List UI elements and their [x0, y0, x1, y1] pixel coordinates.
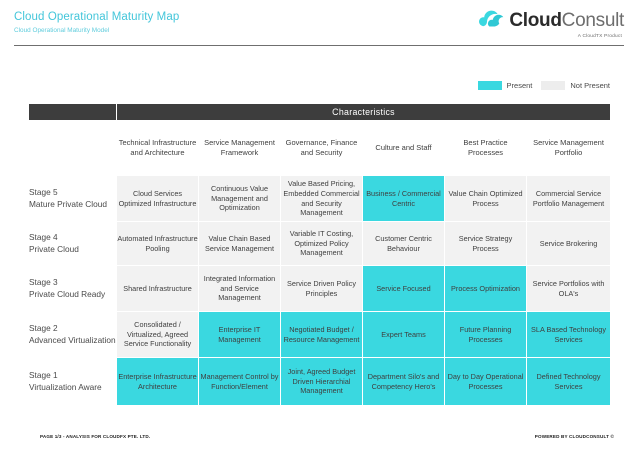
logo-tagline: A CloudTX Product [577, 34, 622, 39]
matrix-cell-1-5[interactable]: Day to Day Operational Processes [444, 357, 527, 406]
stage-number-2: Stage 2 [29, 323, 58, 333]
column-header-culture-and-staff: Culture and Staff [362, 120, 445, 176]
cloud-icon [478, 8, 504, 32]
stage-label-3: Stage 3 Private Cloud Ready [28, 265, 117, 312]
logo-name-bold: Cloud [509, 9, 562, 31]
matrix-cell-1-1[interactable]: Enterprise Infrastructure Architecture [116, 357, 199, 406]
column-header-best-practice-processes: Best Practice Processes [444, 120, 527, 176]
matrix-cell-4-1[interactable]: Automated Infrastructure Pooling [116, 221, 199, 266]
matrix-cell-2-1[interactable]: Consolidated / Virtualized, Agreed Servi… [116, 311, 199, 358]
matrix-cell-5-6[interactable]: Commercial Service Portfolio Management [525, 175, 612, 222]
matrix-cell-5-4[interactable]: Business / Commercial Centric [362, 175, 445, 222]
matrix-cell-3-4[interactable]: Service Focused [362, 265, 445, 312]
matrix-cell-4-4[interactable]: Customer Centric Behaviour [362, 221, 445, 266]
stage-number-5: Stage 5 [29, 187, 58, 197]
stage-number-1: Stage 1 [29, 370, 58, 380]
legend: Present Not Present [477, 81, 610, 90]
footer-powered-by: POWERED BY CLOUDCONSULT © [534, 434, 614, 439]
page-footer: PAGE 1/3 - ANALYSIS FOR CLOUDFX PTE. LTD… [0, 434, 638, 444]
brand-logo: CloudConsult A CloudTX Product [478, 8, 624, 39]
matrix-cell-1-2[interactable]: Management Control by Function/Element [198, 357, 281, 406]
matrix-cell-3-3[interactable]: Service Driven Policy Principles [280, 265, 363, 312]
stage-label-2: Stage 2 Advanced Virtualization [28, 311, 117, 358]
matrix-cell-1-3[interactable]: Joint, Agreed Budget Driven Hierarchial … [280, 357, 363, 406]
legend-label-not-present: Not Present [570, 81, 610, 90]
matrix-cell-3-1[interactable]: Shared Infrastructure [116, 265, 199, 312]
stage-desc-3: Private Cloud Ready [29, 288, 106, 299]
matrix-cell-2-5[interactable]: Future Planning Processes [444, 311, 527, 358]
legend-swatch-not-present [541, 81, 566, 90]
matrix-cell-5-1[interactable]: Cloud Services Optimized Infrastructure [116, 175, 199, 222]
table-row: Stage 3 Private Cloud Ready Shared Infra… [28, 265, 612, 312]
matrix-group-header: Characteristics [115, 103, 612, 121]
matrix-cell-4-6[interactable]: Service Brokering [525, 221, 612, 266]
column-header-service-management-framework: Service Management Framework [198, 120, 281, 176]
header-divider [14, 45, 624, 46]
logo-name-light: Consult [561, 9, 625, 31]
legend-swatch-present [477, 81, 502, 90]
matrix-cell-2-6[interactable]: SLA Based Technology Services [525, 311, 612, 358]
stage-label-4: Stage 4 Private Cloud [28, 221, 117, 266]
table-row: Stage 4 Private Cloud Automated Infrastr… [28, 221, 612, 266]
matrix-cell-4-5[interactable]: Service Strategy Process [444, 221, 527, 266]
logo-row: CloudConsult [478, 8, 624, 32]
stage-label-5: Stage 5 Mature Private Cloud [28, 175, 117, 222]
matrix-cell-2-3[interactable]: Negotiated Budget / Resource Management [280, 311, 363, 358]
table-row: Stage 1 Virtualization Aware Enterprise … [28, 357, 612, 406]
legend-item-present: Present [477, 81, 533, 90]
column-header-service-management-portfolio: Service Management Portfolio [525, 120, 612, 176]
matrix-cell-1-4[interactable]: Department Silo's and Competency Hero's [362, 357, 445, 406]
maturity-matrix: Characteristics Technical Infrastructure… [28, 103, 612, 406]
matrix-cell-1-6[interactable]: Defined Technology Services [525, 357, 612, 406]
legend-item-not-present: Not Present [541, 81, 610, 90]
page-title: Cloud Operational Maturity Map [14, 11, 180, 23]
stage-desc-4: Private Cloud [29, 243, 79, 254]
matrix-cell-3-6[interactable]: Service Portfolios with OLA's [525, 265, 612, 312]
page-subtitle: Cloud Operational Maturity Model [14, 27, 110, 34]
stage-desc-5: Mature Private Cloud [29, 198, 107, 209]
stage-desc-1: Virtualization Aware [29, 381, 102, 392]
stage-label-1: Stage 1 Virtualization Aware [28, 357, 117, 406]
stage-number-3: Stage 3 [29, 277, 58, 287]
matrix-cell-5-5[interactable]: Value Chain Optimized Process [444, 175, 527, 222]
matrix-cell-4-2[interactable]: Value Chain Based Service Management [198, 221, 281, 266]
stage-number-4: Stage 4 [29, 232, 58, 242]
footer-page-info: PAGE 1/3 - ANALYSIS FOR CLOUDFX PTE. LTD… [40, 434, 151, 439]
matrix-corner [28, 103, 117, 121]
matrix-corner-2 [28, 120, 117, 176]
table-row: Stage 5 Mature Private Cloud Cloud Servi… [28, 175, 612, 222]
matrix-cell-2-4[interactable]: Expert Teams [362, 311, 445, 358]
matrix-cell-5-2[interactable]: Continuous Value Management and Optimiza… [198, 175, 281, 222]
matrix-cell-2-2[interactable]: Enterprise IT Management [198, 311, 281, 358]
matrix-group-header-row: Characteristics [28, 103, 612, 121]
matrix-cell-4-3[interactable]: Variable IT Costing, Optimized Policy Ma… [280, 221, 363, 266]
legend-label-present: Present [506, 81, 533, 90]
table-row: Stage 2 Advanced Virtualization Consolid… [28, 311, 612, 358]
column-header-governance-finance-security: Governance, Finance and Security [280, 120, 363, 176]
matrix-cell-5-3[interactable]: Value Based Pricing, Embedded Commercial… [280, 175, 363, 222]
matrix-cell-3-2[interactable]: Integrated Information and Service Manag… [198, 265, 281, 312]
logo-wordmark: CloudConsult [509, 10, 624, 31]
title-block: Cloud Operational Maturity Map Cloud Ope… [14, 11, 179, 35]
stage-desc-2: Advanced Virtualization [29, 334, 116, 345]
matrix-column-header-row: Technical Infrastructure and Architectur… [28, 120, 612, 176]
column-header-technical-infrastructure: Technical Infrastructure and Architectur… [116, 120, 199, 176]
matrix-cell-3-5[interactable]: Process Optimization [444, 265, 527, 312]
page-header: Cloud Operational Maturity Map Cloud Ope… [0, 0, 638, 46]
